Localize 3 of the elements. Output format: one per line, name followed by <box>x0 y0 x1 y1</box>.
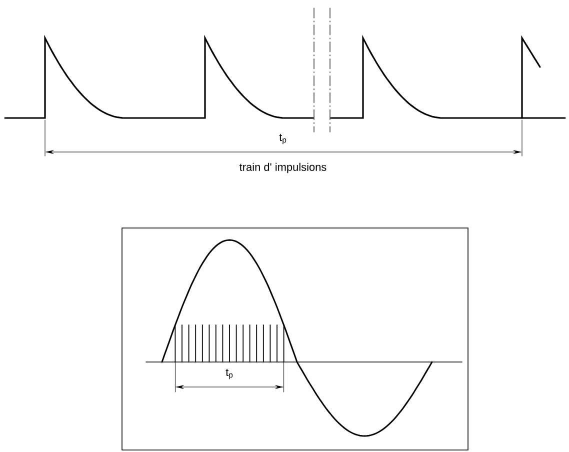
caption-text: train d' impulsions <box>240 162 326 174</box>
dimension-label: t$_{p}$ <box>226 368 233 380</box>
dimension-label: t$_{p}$ <box>279 134 286 144</box>
